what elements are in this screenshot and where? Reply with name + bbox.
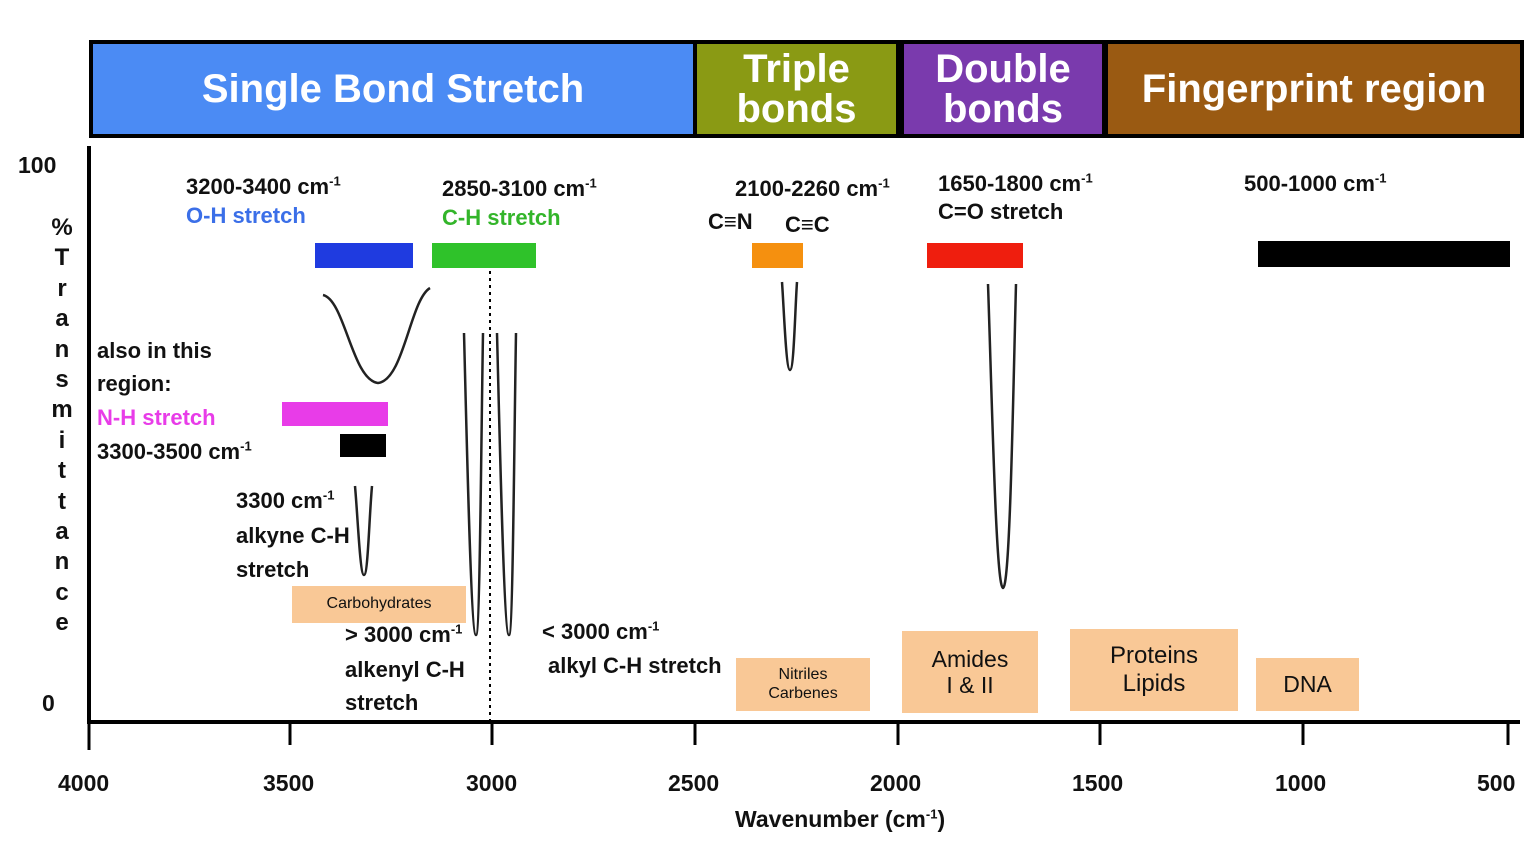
alkenyl-ch-peak: [462, 332, 485, 637]
region-fingerprint: Fingerprint region: [1104, 40, 1524, 138]
triple-bond-bar: [752, 243, 803, 268]
x-tick-2500: 2500: [668, 770, 720, 796]
carbonyl-range-label: 1650-1800 cm-1: [938, 170, 1093, 196]
ch-range-label: 2850-3100 cm-1: [442, 175, 597, 201]
triple-bond-peak: [780, 281, 799, 372]
y-axis-label-letter: T: [54, 244, 70, 272]
carbonyl-name-label: C=O stretch: [938, 199, 1064, 224]
region-single-bond: Single Bond Stretch: [89, 40, 697, 138]
x-tick-1500: 1500: [1072, 770, 1124, 796]
oh-broad-peak: [322, 286, 431, 385]
y-axis-label-letter: m: [51, 396, 73, 424]
y-axis-label-letter: t: [58, 487, 66, 515]
region-label-line: Single Bond Stretch: [201, 67, 585, 111]
triple-range-label: 2100-2260 cm-1: [735, 175, 890, 201]
carbonyl-peak: [986, 283, 1018, 590]
x-tick-500: 500: [1477, 770, 1516, 796]
y-axis-label-letter: r: [57, 274, 67, 302]
y-axis-label-letter: n: [54, 548, 70, 576]
x-tick-3000: 3000: [466, 770, 518, 796]
nh-range-label: 3300-3500 cm-1: [97, 438, 252, 464]
alkyl-ch-peak: [495, 332, 518, 637]
alkyne-ch-peak: [353, 485, 374, 577]
x-tick-1000: 1000: [1275, 770, 1327, 796]
y-axis-label-letter: n: [54, 335, 70, 363]
x-tick-4000: 4000: [58, 770, 110, 796]
nh-stretch-bar: [282, 402, 388, 426]
region-label-line: bonds: [736, 87, 857, 131]
alkyne-line2: alkyne C-H: [236, 523, 350, 548]
y-axis-label-letter: t: [58, 457, 66, 485]
y-axis-label-letter: s: [55, 366, 69, 394]
region-label-line: Triple: [743, 47, 850, 91]
y-tick-100: 100: [18, 152, 57, 178]
oh-range-label: 3200-3400 cm-1: [186, 173, 341, 199]
ch-name-label: C-H stretch: [442, 205, 561, 230]
fingerprint-bar: [1258, 241, 1510, 267]
y-axis-label-letter: e: [55, 609, 69, 637]
fingerprint-range-label: 500-1000 cm-1: [1244, 170, 1387, 196]
alkenyl-line2: alkenyl C-H: [345, 657, 465, 682]
region-label-line: Double: [935, 47, 1071, 91]
y-axis-label-letter: c: [55, 578, 69, 606]
also-line1: also in this: [97, 338, 212, 363]
x-axis-label: Wavenumber (cm-1): [735, 806, 946, 832]
y-tick-0: 0: [42, 690, 55, 716]
region-label-line: Fingerprint region: [1141, 67, 1487, 111]
alkyne-range-label: 3300 cm-1: [236, 487, 335, 513]
oh-stretch-bar: [315, 243, 413, 268]
y-axis-label-letter: i: [58, 426, 66, 454]
x-tick-3500: 3500: [263, 770, 315, 796]
oh-name-label: O-H stretch: [186, 203, 306, 228]
alkyne-line3: stretch: [236, 557, 310, 582]
y-axis-label-letter: a: [55, 305, 69, 333]
carbohydrates-box: Carbohydrates: [292, 586, 466, 623]
region-label-line: bonds: [943, 87, 1063, 131]
y-axis-label-letter: a: [55, 518, 69, 546]
carbonyl-bar: [927, 243, 1023, 268]
alkyl-range-label: < 3000 cm-1: [542, 618, 660, 644]
y-axis-label-letter: %: [51, 214, 73, 241]
nh-range-bar: [340, 434, 386, 457]
alkenyl-range-label: > 3000 cm-1: [345, 621, 463, 647]
alkyne-bond-label: C≡C: [785, 212, 830, 237]
alkyl-line2: alkyl C-H stretch: [548, 653, 722, 678]
also-line2: region:: [97, 371, 172, 396]
x-tick-2000: 2000: [870, 770, 922, 796]
ch-stretch-bar: [432, 243, 536, 268]
dna-box: DNA: [1256, 658, 1359, 711]
nitrile-bond-label: C≡N: [708, 209, 753, 234]
nh-stretch-label: N-H stretch: [97, 405, 216, 430]
alkenyl-line3: stretch: [345, 690, 419, 715]
x-tick-marks: [87, 722, 1510, 750]
